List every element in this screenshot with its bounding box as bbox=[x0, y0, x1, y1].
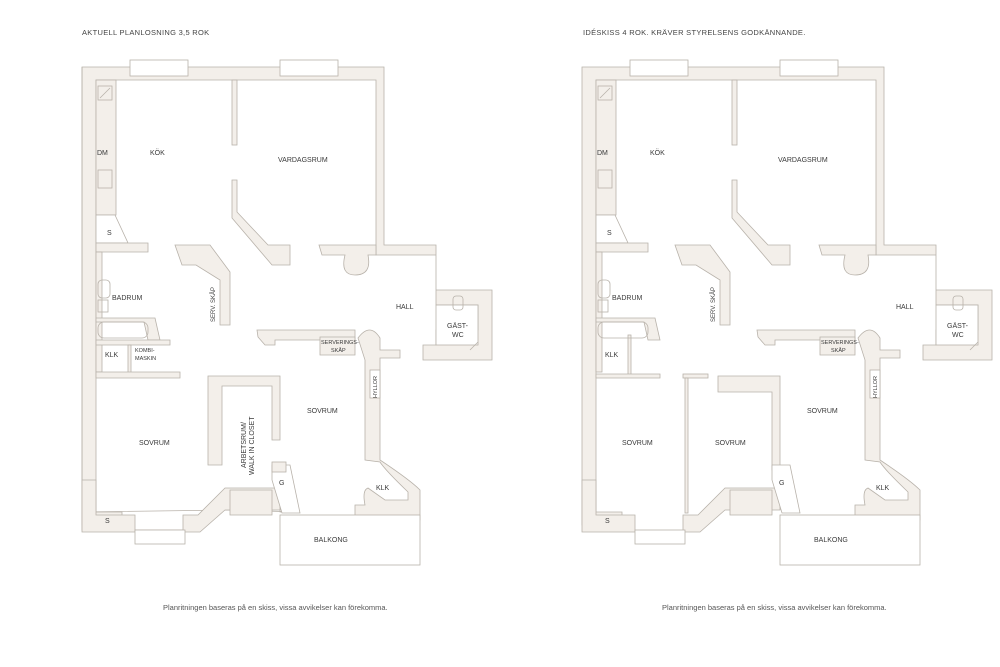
floorplan-current: DM KÖK VARDAGSRUM S BADRUM SERV. SKÅP HA… bbox=[81, 59, 493, 566]
outer-wall-top-left bbox=[81, 66, 493, 526]
room-label-hall: HALL bbox=[396, 304, 414, 311]
room-label-klk-right: KLK bbox=[376, 485, 390, 492]
footnote-idea: Planritningen baseras på en skiss, vissa… bbox=[662, 603, 887, 612]
plan-title-current: AKTUELL PLANLOSNING 3,5 ROK bbox=[82, 28, 210, 37]
room-label-serveringsskap: SERVERINGS- bbox=[821, 340, 859, 346]
plan-title-idea: IDÉSKISS 4 ROK. KRÄVER STYRELSENS GODKÄN… bbox=[583, 28, 806, 37]
room-label-serv-skap: SERV. SKÅP bbox=[710, 287, 717, 322]
room-label-dm: DM bbox=[97, 150, 108, 157]
svg-text:SKÅP: SKÅP bbox=[831, 347, 846, 354]
room-label-serv-skap: SERV. SKÅP bbox=[210, 287, 217, 322]
room-label-serveringsskap: SERVERINGS- bbox=[321, 340, 359, 346]
footnote-current: Planritningen baseras på en skiss, vissa… bbox=[163, 603, 388, 612]
room-label-klk-left: KLK bbox=[105, 352, 119, 359]
room-label-balkong: BALKONG bbox=[814, 537, 848, 544]
room-label-badrum: BADRUM bbox=[612, 295, 643, 302]
room-label-sovrum-right: SOVRUM bbox=[807, 408, 838, 415]
room-label-dm: DM bbox=[597, 150, 608, 157]
room-label-g: G bbox=[779, 480, 784, 487]
room-label-s-bottom: S bbox=[605, 518, 610, 525]
svg-text:WC: WC bbox=[952, 332, 964, 339]
room-label-gast-wc: GÄST- bbox=[447, 322, 469, 330]
room-label-klk-left: KLK bbox=[605, 352, 619, 359]
floorplan-idea: DM KÖK VARDAGSRUM S BADRUM SERV. SKÅP HA… bbox=[581, 59, 993, 566]
room-label-klk-right: KLK bbox=[876, 485, 890, 492]
room-label-sovrum-middle: SOVRUM bbox=[715, 440, 746, 447]
room-label-arbetsrum: ARBETSRUM/ bbox=[241, 422, 248, 468]
room-label-gast-wc: GÄST- bbox=[947, 322, 969, 330]
room-label-kok: KÖK bbox=[650, 149, 665, 157]
svg-text:WALK IN CLOSET: WALK IN CLOSET bbox=[249, 416, 256, 475]
room-label-badrum: BADRUM bbox=[112, 295, 143, 302]
room-label-kombimaskin: KOMBI- bbox=[135, 348, 155, 354]
room-label-vardagsrum: VARDAGSRUM bbox=[278, 157, 328, 164]
room-label-hyllor: HYLLOR bbox=[373, 376, 379, 398]
svg-text:SKÅP: SKÅP bbox=[331, 347, 346, 354]
room-label-balkong: BALKONG bbox=[314, 537, 348, 544]
room-label-sovrum-left: SOVRUM bbox=[139, 440, 170, 447]
room-label-s-bottom: S bbox=[105, 518, 110, 525]
room-label-sovrum-left: SOVRUM bbox=[622, 440, 653, 447]
room-label-sovrum-right: SOVRUM bbox=[307, 408, 338, 415]
room-label-s-top: S bbox=[107, 230, 112, 237]
room-label-g: G bbox=[279, 480, 284, 487]
room-label-hall: HALL bbox=[896, 304, 914, 311]
svg-text:WC: WC bbox=[452, 332, 464, 339]
room-label-vardagsrum: VARDAGSRUM bbox=[778, 157, 828, 164]
room-label-s-top: S bbox=[607, 230, 612, 237]
svg-text:MASKIN: MASKIN bbox=[135, 356, 156, 362]
room-label-hyllor: HYLLOR bbox=[873, 376, 879, 398]
room-label-kok: KÖK bbox=[150, 149, 165, 157]
